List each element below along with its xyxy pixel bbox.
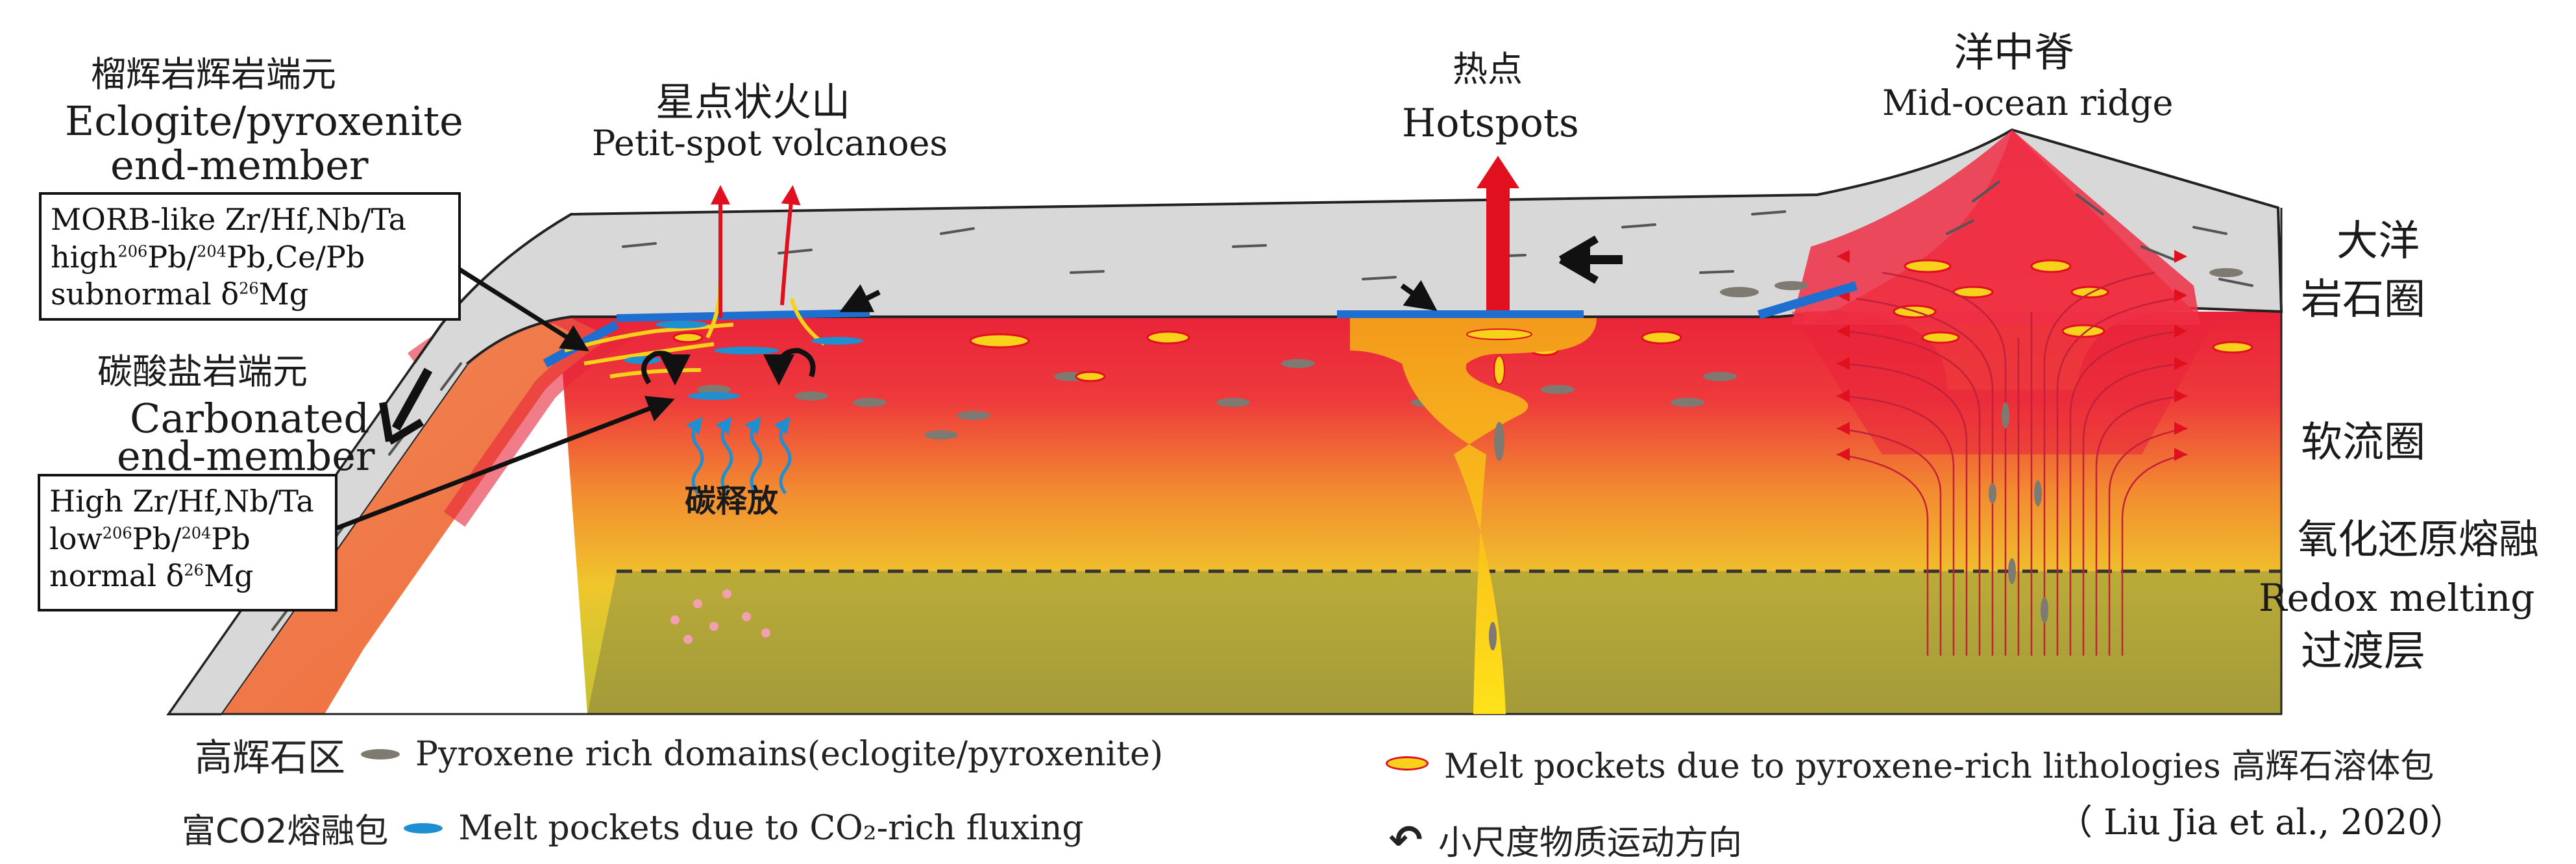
eclogite-label-en2: end-member [110, 142, 369, 189]
rotation-arrow-icon: ↶ [1389, 816, 1423, 863]
hotspot-plume [1350, 318, 1597, 714]
lithosphere-label-cn1: 大洋 [2337, 217, 2420, 265]
co2-melt-pockets [624, 321, 863, 400]
ridge-gray-pockets [1989, 402, 2048, 623]
transition-zone [587, 571, 2281, 714]
meltpx-swatch [1386, 756, 1429, 771]
pyroxene-swatch [361, 749, 400, 759]
hotspot-label-cn: 热点 [1453, 49, 1523, 90]
ridge-upwelling [1836, 271, 2188, 656]
hotspot-label-en: Hotspots [1402, 101, 1579, 146]
citation: （ Liu Jia et al., 2020） [2057, 802, 2465, 843]
legend-meltpx: Melt pockets due to pyroxene-rich lithol… [1386, 739, 2434, 787]
co2-swatch [404, 822, 443, 833]
co2-release-arrows [686, 417, 792, 495]
petitspot-label-en: Petit-spot volcanoes [592, 123, 948, 164]
asthenosphere-label-cn: 软流圈 [2301, 419, 2425, 467]
carbonated-label-cn: 碳酸盐岩端元 [97, 351, 308, 392]
carbonated-signature-box: High Zr/Hf,Nb/Ta low206Pb/204Pb normal δ… [38, 474, 337, 611]
petitspot-label-cn: 星点状火山 [656, 80, 850, 125]
ridge-label-cn: 洋中脊 [1954, 29, 2075, 76]
ridge-label-en: Mid-ocean ridge [1882, 82, 2174, 123]
carbon-release-label: 碳释放 [685, 483, 779, 519]
small-scale-arrows [641, 280, 1438, 386]
pink-dots [670, 589, 770, 644]
redox-label-cn: 氧化还原熔融 [2298, 515, 2540, 563]
lithosphere-label-cn2: 岩石圈 [2301, 276, 2425, 324]
eclogite-label-cn: 榴辉岩辉岩端元 [91, 54, 336, 95]
eclogite-label-en1: Eclogite/pyroxenite [65, 97, 463, 145]
hotspot-arrow [1477, 156, 1519, 312]
petitspot-conduits [711, 185, 801, 318]
carbonated-label-en1: Carbonated [130, 395, 370, 442]
ridge-red-arrows [1837, 250, 2187, 461]
transition-label-cn: 过渡层 [2301, 628, 2425, 676]
legend-pyroxene: 高辉石区 Pyroxene rich domains(eclogite/pyro… [195, 735, 1164, 780]
carbonated-label-en2: end-member [117, 432, 375, 480]
redox-label-en: Redox melting [2259, 576, 2535, 620]
legend-smallscale: ↶ 小尺度物质运动方向 [1389, 816, 1742, 863]
plate-motion-arrows [379, 235, 1623, 445]
callout-lines [333, 264, 675, 532]
eclogite-signature-box: MORB-like Zr/Hf,Nb/Ta high206Pb/204Pb,Ce… [39, 192, 461, 321]
legend-co2: 富CO2熔融包 Melt pockets due to CO₂-rich flu… [182, 808, 1084, 852]
